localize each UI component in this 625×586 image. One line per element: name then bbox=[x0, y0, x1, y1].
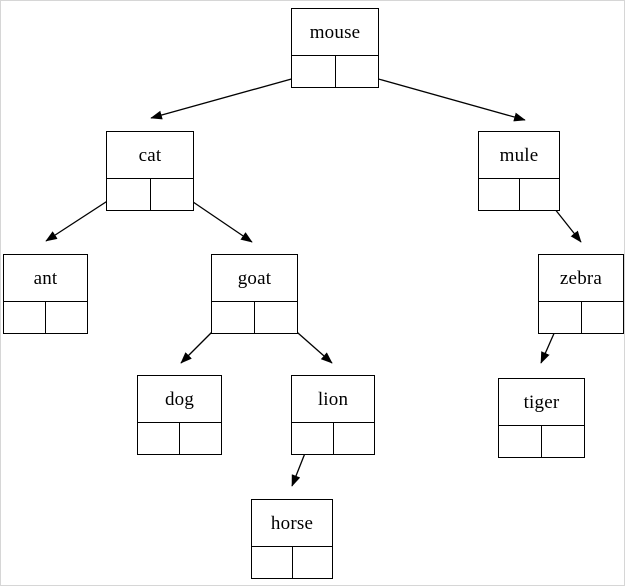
node-label-cat: cat bbox=[107, 132, 193, 179]
node-pointers-dog bbox=[138, 423, 221, 454]
node-label-lion: lion bbox=[292, 376, 374, 423]
right-pointer-cell-lion[interactable] bbox=[334, 423, 375, 454]
node-pointers-cat bbox=[107, 179, 193, 210]
node-pointers-mule bbox=[479, 179, 559, 210]
node-pointers-lion bbox=[292, 423, 374, 454]
tree-node-dog[interactable]: dog bbox=[137, 375, 222, 455]
left-pointer-cell-mule[interactable] bbox=[479, 179, 520, 210]
tree-node-zebra[interactable]: zebra bbox=[538, 254, 624, 334]
left-pointer-cell-mouse[interactable] bbox=[292, 56, 336, 87]
node-label-ant: ant bbox=[4, 255, 87, 302]
right-pointer-cell-mule[interactable] bbox=[520, 179, 560, 210]
node-label-dog: dog bbox=[138, 376, 221, 423]
left-pointer-cell-dog[interactable] bbox=[138, 423, 180, 454]
right-pointer-cell-ant[interactable] bbox=[46, 302, 87, 333]
left-pointer-cell-horse[interactable] bbox=[252, 547, 293, 578]
left-pointer-cell-tiger[interactable] bbox=[499, 426, 542, 457]
right-pointer-cell-horse[interactable] bbox=[293, 547, 333, 578]
left-pointer-cell-zebra[interactable] bbox=[539, 302, 582, 333]
node-label-horse: horse bbox=[252, 500, 332, 547]
node-pointers-goat bbox=[212, 302, 297, 333]
node-pointers-horse bbox=[252, 547, 332, 578]
left-pointer-cell-ant[interactable] bbox=[4, 302, 46, 333]
right-pointer-cell-cat[interactable] bbox=[151, 179, 194, 210]
left-pointer-cell-cat[interactable] bbox=[107, 179, 151, 210]
node-label-goat: goat bbox=[212, 255, 297, 302]
tree-node-mouse[interactable]: mouse bbox=[291, 8, 379, 88]
right-pointer-cell-dog[interactable] bbox=[180, 423, 221, 454]
node-pointers-tiger bbox=[499, 426, 584, 457]
node-label-zebra: zebra bbox=[539, 255, 623, 302]
node-label-tiger: tiger bbox=[499, 379, 584, 426]
right-pointer-cell-zebra[interactable] bbox=[582, 302, 624, 333]
tree-edge-mouse-to-mule bbox=[356, 72, 526, 122]
node-label-mouse: mouse bbox=[292, 9, 378, 56]
right-pointer-cell-tiger[interactable] bbox=[542, 426, 584, 457]
node-pointers-zebra bbox=[539, 302, 623, 333]
right-pointer-cell-mouse[interactable] bbox=[336, 56, 379, 87]
left-pointer-cell-lion[interactable] bbox=[292, 423, 334, 454]
tree-node-cat[interactable]: cat bbox=[106, 131, 194, 211]
tree-node-lion[interactable]: lion bbox=[291, 375, 375, 455]
tree-node-ant[interactable]: ant bbox=[3, 254, 88, 334]
tree-node-horse[interactable]: horse bbox=[251, 499, 333, 579]
node-label-mule: mule bbox=[479, 132, 559, 179]
tree-edge-mouse-to-cat bbox=[150, 72, 314, 120]
tree-node-goat[interactable]: goat bbox=[211, 254, 298, 334]
tree-node-tiger[interactable]: tiger bbox=[498, 378, 585, 458]
node-pointers-mouse bbox=[292, 56, 378, 87]
node-pointers-ant bbox=[4, 302, 87, 333]
left-pointer-cell-goat[interactable] bbox=[212, 302, 255, 333]
right-pointer-cell-goat[interactable] bbox=[255, 302, 297, 333]
tree-node-mule[interactable]: mule bbox=[478, 131, 560, 211]
